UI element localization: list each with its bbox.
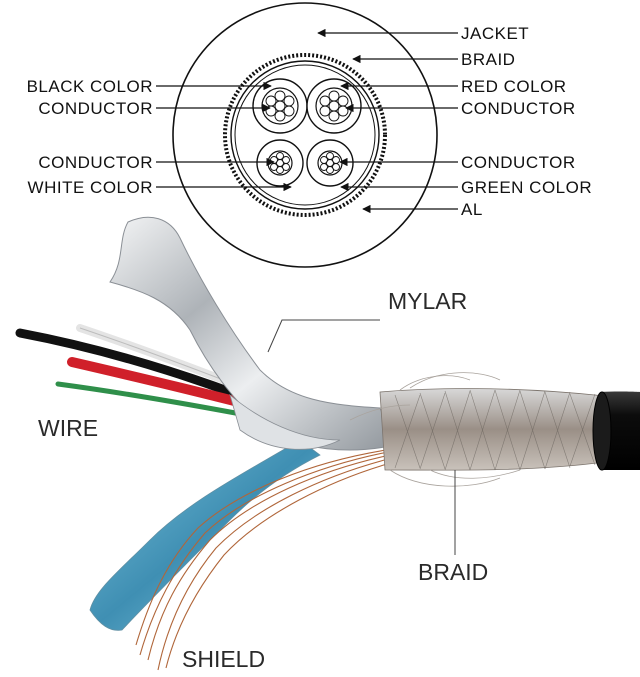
jacket-cut-edge [592,391,612,471]
callout-lines [267,319,456,555]
cable-illustration: MYLAR WIRE BRAID SHIELD [15,216,640,672]
leader-lines-right [317,28,458,214]
label-conductor-left-2: CONDUCTOR [38,153,153,172]
label-white-color: WHITE COLOR [28,178,153,197]
copper-shield-wires [135,449,395,671]
braid-texture [394,389,596,471]
conductor-red [306,78,362,134]
label-conductor-right-1: CONDUCTOR [461,99,576,118]
blue-foil-shield [89,439,321,631]
label-jacket: JACKET [461,24,529,43]
label-braid-top: BRAID [461,50,515,69]
label-mylar: MYLAR [388,288,467,314]
label-black-color: BLACK COLOR [27,77,153,96]
label-red-color: RED COLOR [461,77,567,96]
conductor-white [256,139,304,187]
leader-lines-left [156,81,292,192]
label-conductor-right-2: CONDUCTOR [461,153,576,172]
label-green-color: GREEN COLOR [461,178,592,197]
jacket-outer-circle [172,2,438,268]
label-al: AL [461,200,483,219]
label-shield: SHIELD [182,646,265,672]
label-wire: WIRE [38,415,98,441]
braid-layer [223,53,387,217]
al-foil-layer [230,60,380,210]
mylar-foil [109,216,396,451]
cross-section: JACKET BRAID RED COLOR CONDUCTOR CONDUCT… [27,2,592,268]
braid-section [379,388,606,471]
braid-strands [349,372,521,487]
inner-wrap [234,64,376,206]
label-braid: BRAID [418,559,488,585]
conductor-black [252,78,308,134]
label-conductor-left-1: CONDUCTOR [38,99,153,118]
conductor-green [306,139,354,187]
mylar-foil-fold [229,393,341,450]
